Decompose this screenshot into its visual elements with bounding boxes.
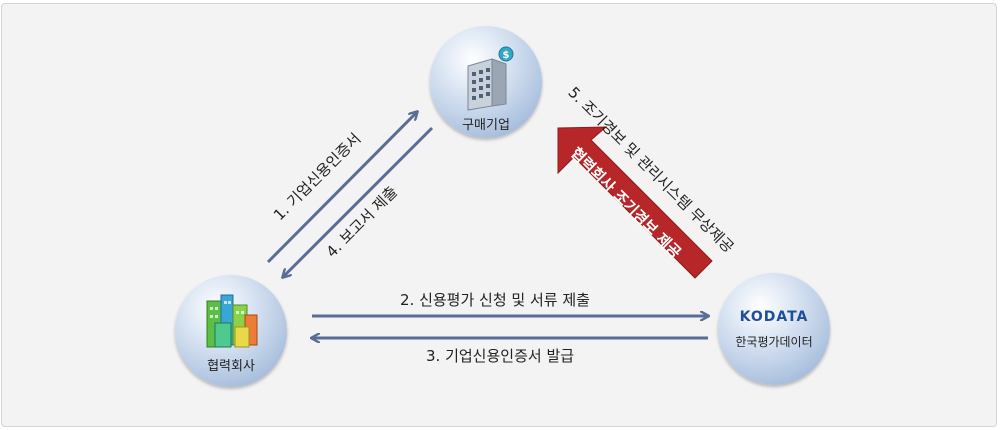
arrow-1 [266, 112, 417, 264]
arrow-4 [283, 126, 434, 277]
svg-text:$: $ [503, 50, 510, 61]
buyer-label: 구매기업 [462, 118, 510, 133]
edge-label-2: 2. 신용평가 신청 및 서류 제출 [400, 291, 590, 309]
partner-label: 협력회사 [207, 359, 255, 374]
edge-label-3: 3. 기업신용인증서 발급 [426, 347, 575, 365]
node-kodata: KODATA 한국평가데이터 [718, 273, 830, 385]
kodata-label: 한국평가데이터 [735, 335, 813, 349]
buildings-icon [206, 294, 258, 348]
node-buyer: $ 구매기업 [430, 26, 542, 138]
highlight-arrow [557, 126, 713, 279]
kodata-logo: KODATA [739, 309, 809, 325]
node-partner: 협력회사 [175, 275, 287, 387]
building-icon: $ [467, 46, 514, 111]
